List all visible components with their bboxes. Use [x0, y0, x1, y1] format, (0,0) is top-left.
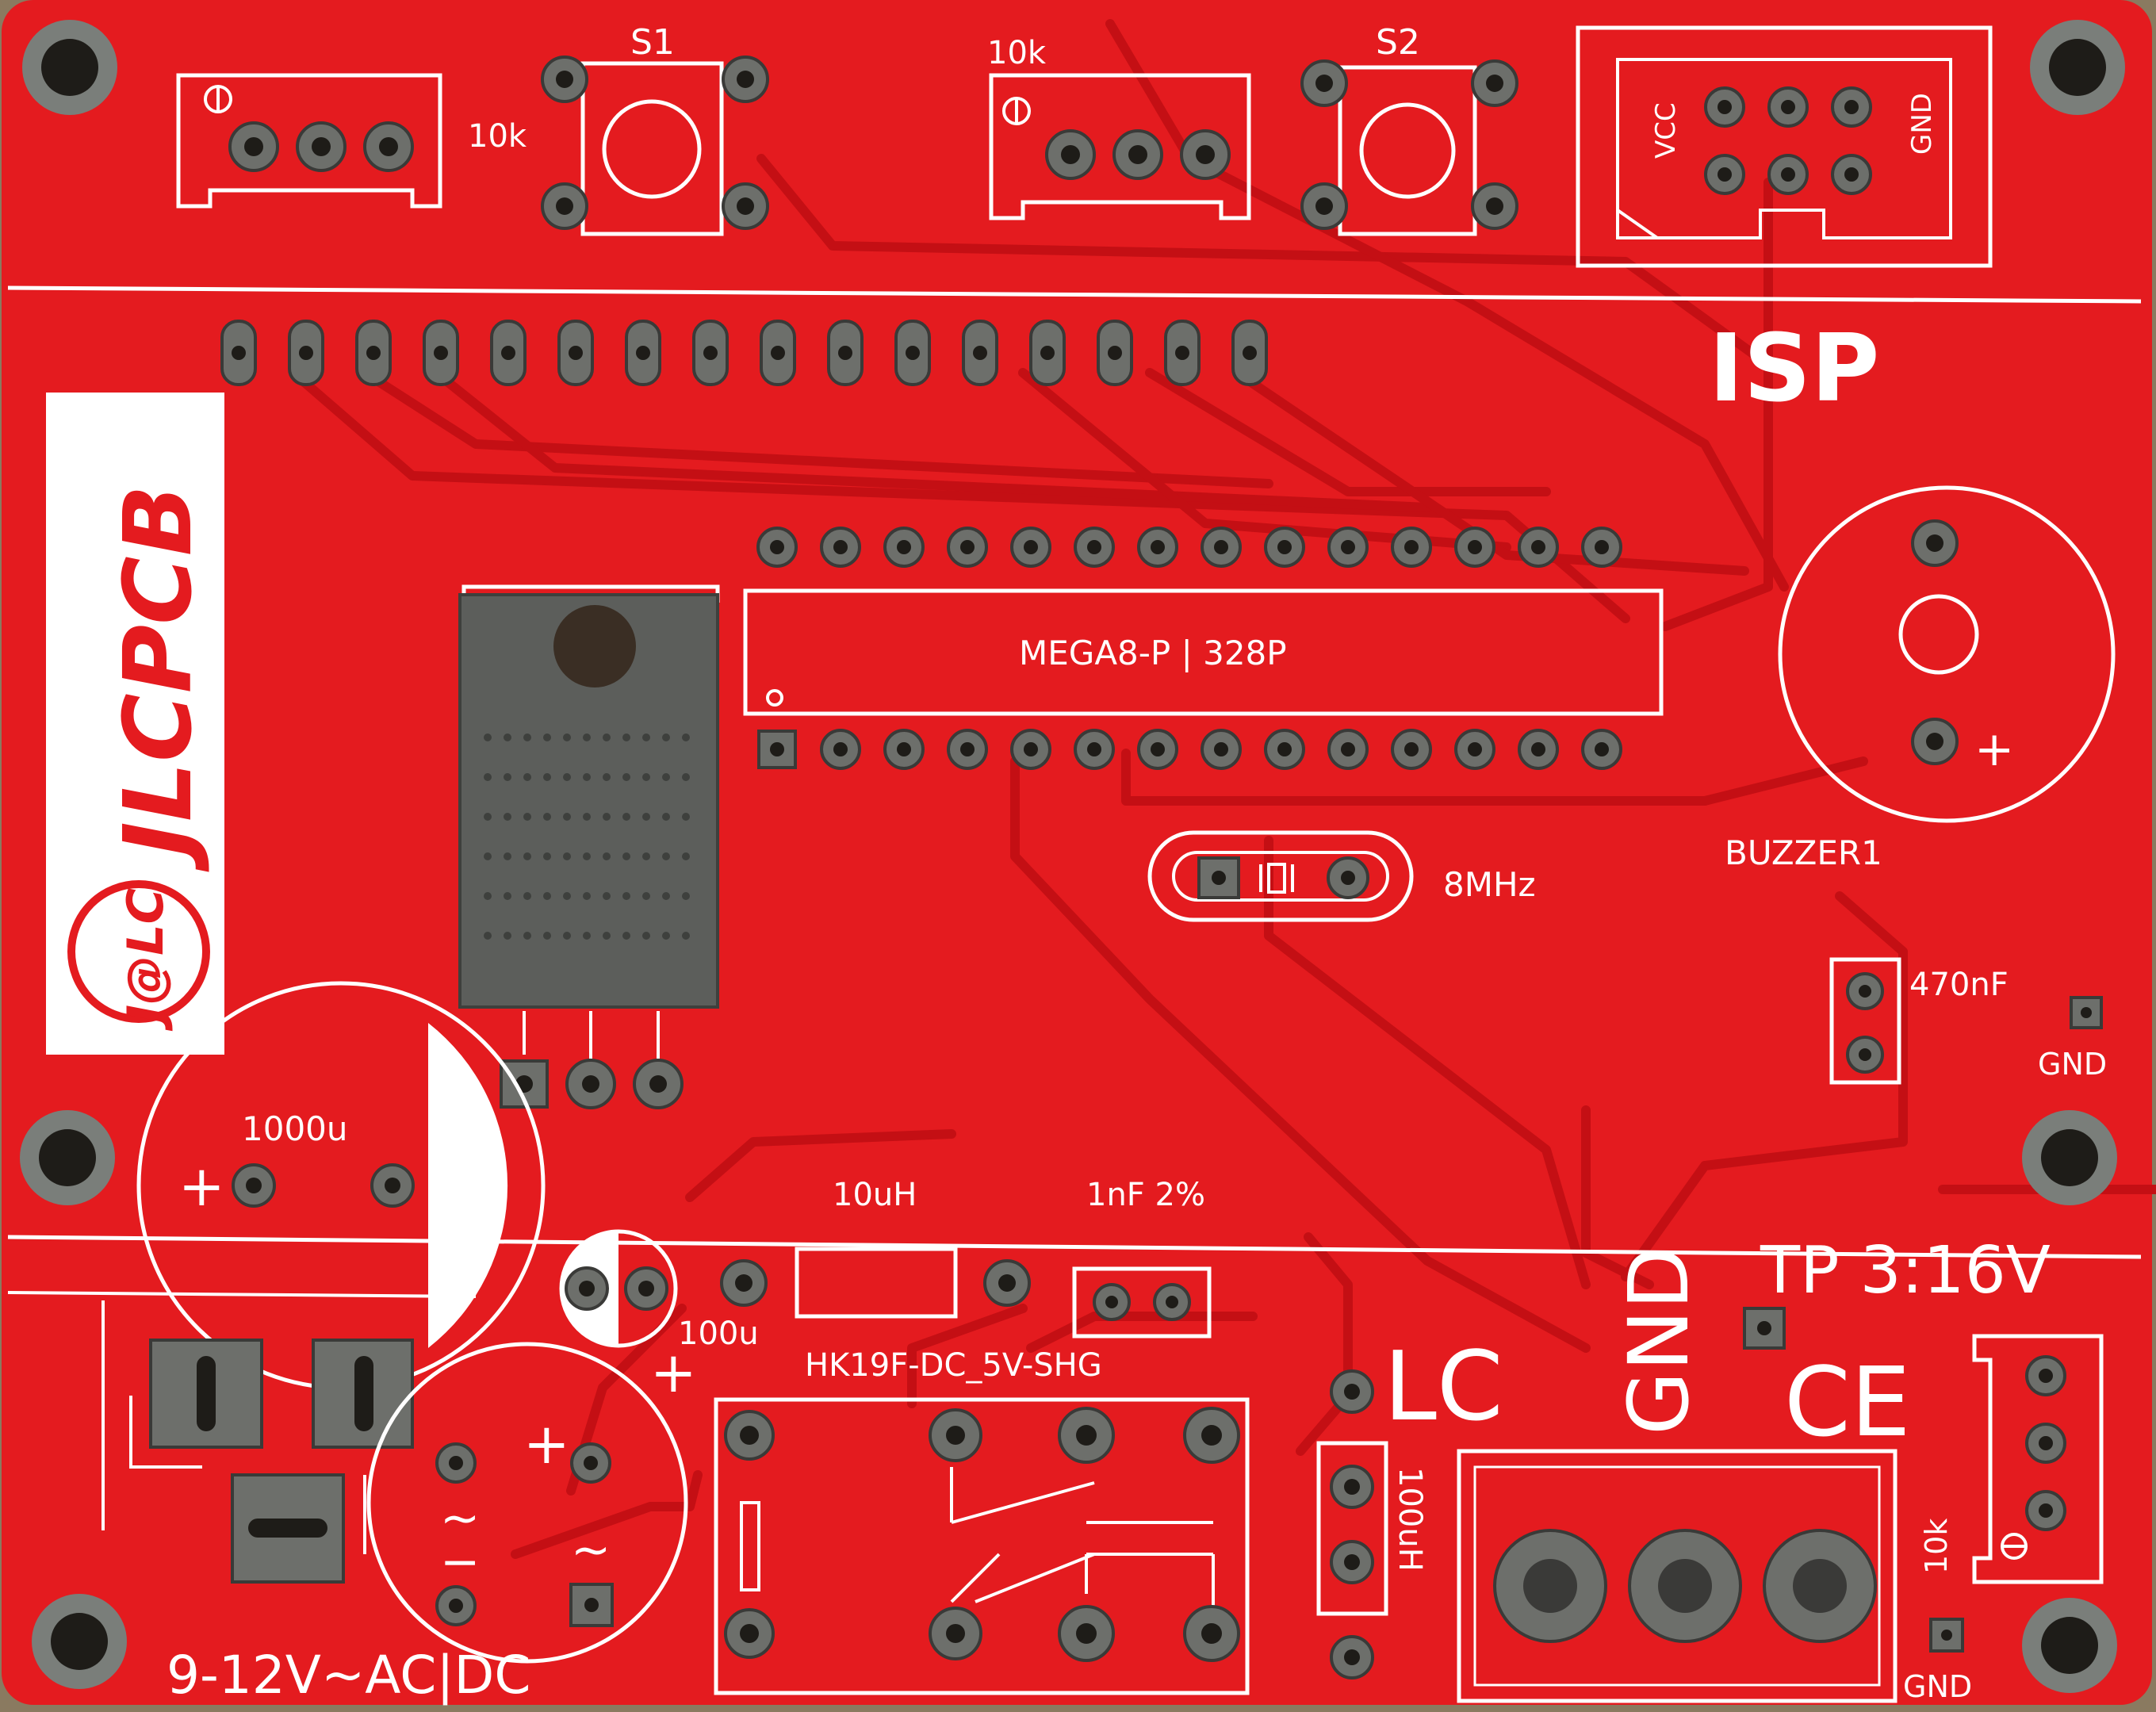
mounting-hole-icon	[22, 20, 117, 115]
mounting-hole-icon	[32, 1594, 127, 1689]
cap-100u: 100u +	[559, 1229, 759, 1405]
lc-label: LC	[1384, 1332, 1503, 1442]
inductor-100uh: LC 100uH	[1316, 1332, 1503, 1679]
cap-1nf: 1nF 2%	[1072, 1177, 1212, 1339]
regulator-tab-icon	[553, 605, 636, 687]
switch-s1: S1	[541, 22, 769, 236]
inductor-label: 10uH	[833, 1177, 917, 1213]
buzzer-outline-icon	[1778, 485, 2116, 823]
mounting-hole-icon	[20, 1110, 115, 1205]
buzzer: + BUZZER1	[1725, 485, 2116, 872]
mounting-hole-icon	[2022, 1110, 2117, 1205]
gnd-big-label: GND	[1610, 1247, 1707, 1435]
relay-label: HK19F-DC_5V-SHG	[805, 1347, 1102, 1384]
power-jack	[129, 1339, 414, 1584]
cap-1000-label: 1000u	[242, 1109, 348, 1148]
mounting-holes	[20, 20, 2125, 1693]
gnd-testpad-right: GND	[2038, 996, 2107, 1082]
bridge-plus-label: +	[523, 1411, 570, 1476]
test-terminal-block	[1457, 1449, 1898, 1703]
relay-switch-symbol-icon	[950, 1467, 1215, 1633]
cap-1000u: + 1000u	[136, 981, 546, 1390]
potentiometer-3: 10k	[1919, 1334, 2104, 1584]
isp-gnd-label: GND	[1906, 93, 1938, 155]
cap-100-label: 100u	[678, 1316, 759, 1352]
brand-label: JLCPCB	[103, 484, 213, 872]
pot3-value-label: 10k	[1919, 1519, 1954, 1574]
bridge-minus-label: −	[440, 1534, 480, 1590]
copper-traces	[289, 19, 2156, 1559]
isp-vcc-label: VCC	[1650, 102, 1682, 159]
ce-label: CE	[1784, 1348, 1911, 1458]
cap-1000-plus-label: +	[178, 1154, 225, 1219]
banana-terminal-icon	[1493, 1529, 1877, 1643]
brand-small-label: J@LC	[117, 888, 174, 1032]
voltage-regulator	[458, 584, 720, 1109]
bridge-ac1-label: ~	[440, 1491, 480, 1546]
gnd-testpad-bottom: GND	[1903, 1618, 1972, 1704]
switch-s2: S2	[1300, 22, 1518, 236]
mcu-socket: MEGA8-P | 328P	[743, 527, 1664, 770]
s1-label: S1	[630, 22, 675, 63]
gnd-bottom-label: GND	[1903, 1669, 1972, 1704]
potentiometer-2: 10k	[987, 35, 1251, 220]
crystal-symbol-icon	[1259, 863, 1294, 894]
buzzer-label: BUZZER1	[1725, 833, 1882, 872]
gnd-right-label: GND	[2038, 1047, 2107, 1082]
potentiometer-1: 10k	[176, 73, 527, 209]
inductor-100-label: 100uH	[1392, 1467, 1428, 1572]
isp-label: ISP	[1709, 313, 1879, 423]
relay: HK19F-DC_5V-SHG	[714, 1347, 1250, 1695]
mounting-hole-icon	[2022, 1598, 2117, 1693]
inductor-10uh: 10uH	[720, 1177, 1031, 1319]
cap-470-label: 470nF	[1909, 967, 2009, 1003]
s2-label: S2	[1376, 22, 1420, 63]
jlcpcb-logo: JLCPCB J@LC	[46, 393, 224, 1055]
pot2-value-label: 10k	[987, 35, 1047, 71]
crystal: 8MHz	[1147, 830, 1536, 922]
cap-1n-label: 1nF 2%	[1086, 1177, 1205, 1213]
crystal-label: 8MHz	[1443, 865, 1536, 904]
bridge-ac2-label: ~	[571, 1522, 611, 1578]
bridge-rectifier: + ~ ~ −	[366, 1342, 688, 1664]
cap-100-plus-label: +	[650, 1340, 697, 1405]
cap-470nf: 470nF	[1829, 957, 2009, 1085]
power-input-label: 9-12V~AC|DC	[167, 1645, 530, 1706]
mounting-hole-icon	[2030, 20, 2125, 115]
mcu-label: MEGA8-P | 328P	[1019, 634, 1287, 672]
pot1-value-label: 10k	[468, 118, 527, 155]
tp-label: TP 3:16V	[1760, 1233, 2051, 1308]
buzzer-plus-label: +	[1974, 722, 2014, 777]
isp-header: VCC GND ISP	[1576, 25, 1993, 423]
